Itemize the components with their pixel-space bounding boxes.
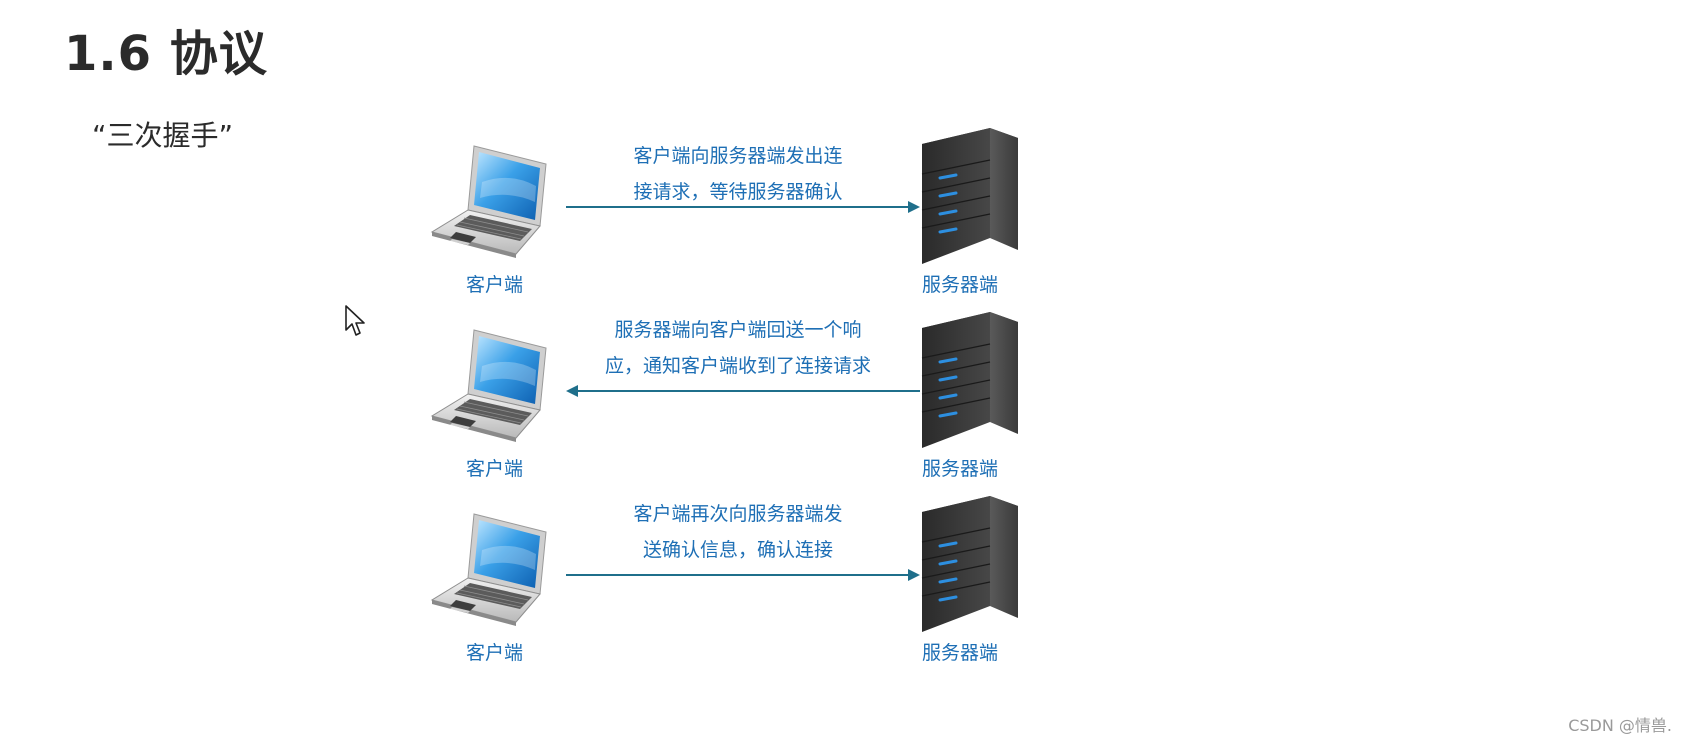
arrow-right-icon [566,569,920,581]
step-2-message: 服务器端向客户端回送一个响 应，通知客户端收到了连接请求 [558,312,918,384]
step-2-message-line-1: 服务器端向客户端回送一个响 [614,319,862,341]
handshake-step-3: 客户端再次向服务器端发 送确认信息，确认连接 客户端 服务器端 [430,496,1030,680]
server-label: 服务器端 [922,642,999,664]
step-3-message-line-1: 客户端再次向服务器端发 [633,503,843,525]
server-tower-icon [920,496,1020,632]
client-label: 客户端 [466,458,524,480]
step-1-message-line-1: 客户端向服务器端发出连 [633,145,843,167]
handshake-step-1: 客户端向服务器端发出连 接请求，等待服务器确认 客户端 服务器端 [430,128,1030,312]
server-label: 服务器端 [922,274,999,296]
laptop-icon [430,326,554,442]
watermark: CSDN @情兽. [1568,716,1672,735]
arrow-left-icon [566,385,920,397]
handshake-step-2: 服务器端向客户端回送一个响 应，通知客户端收到了连接请求 客户端 服务器端 [430,312,1030,496]
slide-title: 1.6 协议 [64,26,268,82]
server-label: 服务器端 [922,458,999,480]
client-label: 客户端 [466,274,524,296]
server-tower-icon [920,128,1020,264]
laptop-icon [430,510,554,626]
laptop-icon [430,142,554,258]
step-3-message: 客户端再次向服务器端发 送确认信息，确认连接 [568,496,908,568]
client-label: 客户端 [466,642,524,664]
server-tower-icon [920,312,1020,448]
step-1-message: 客户端向服务器端发出连 接请求，等待服务器确认 [568,138,908,210]
slide-subtitle: “三次握手” [92,119,234,152]
step-3-message-line-2: 送确认信息，确认连接 [642,539,833,561]
arrow-right-icon [566,201,920,213]
step-2-message-line-2: 应，通知客户端收到了连接请求 [604,355,871,377]
step-1-message-line-2: 接请求，等待服务器确认 [633,181,843,203]
mouse-cursor-icon [345,305,365,336]
